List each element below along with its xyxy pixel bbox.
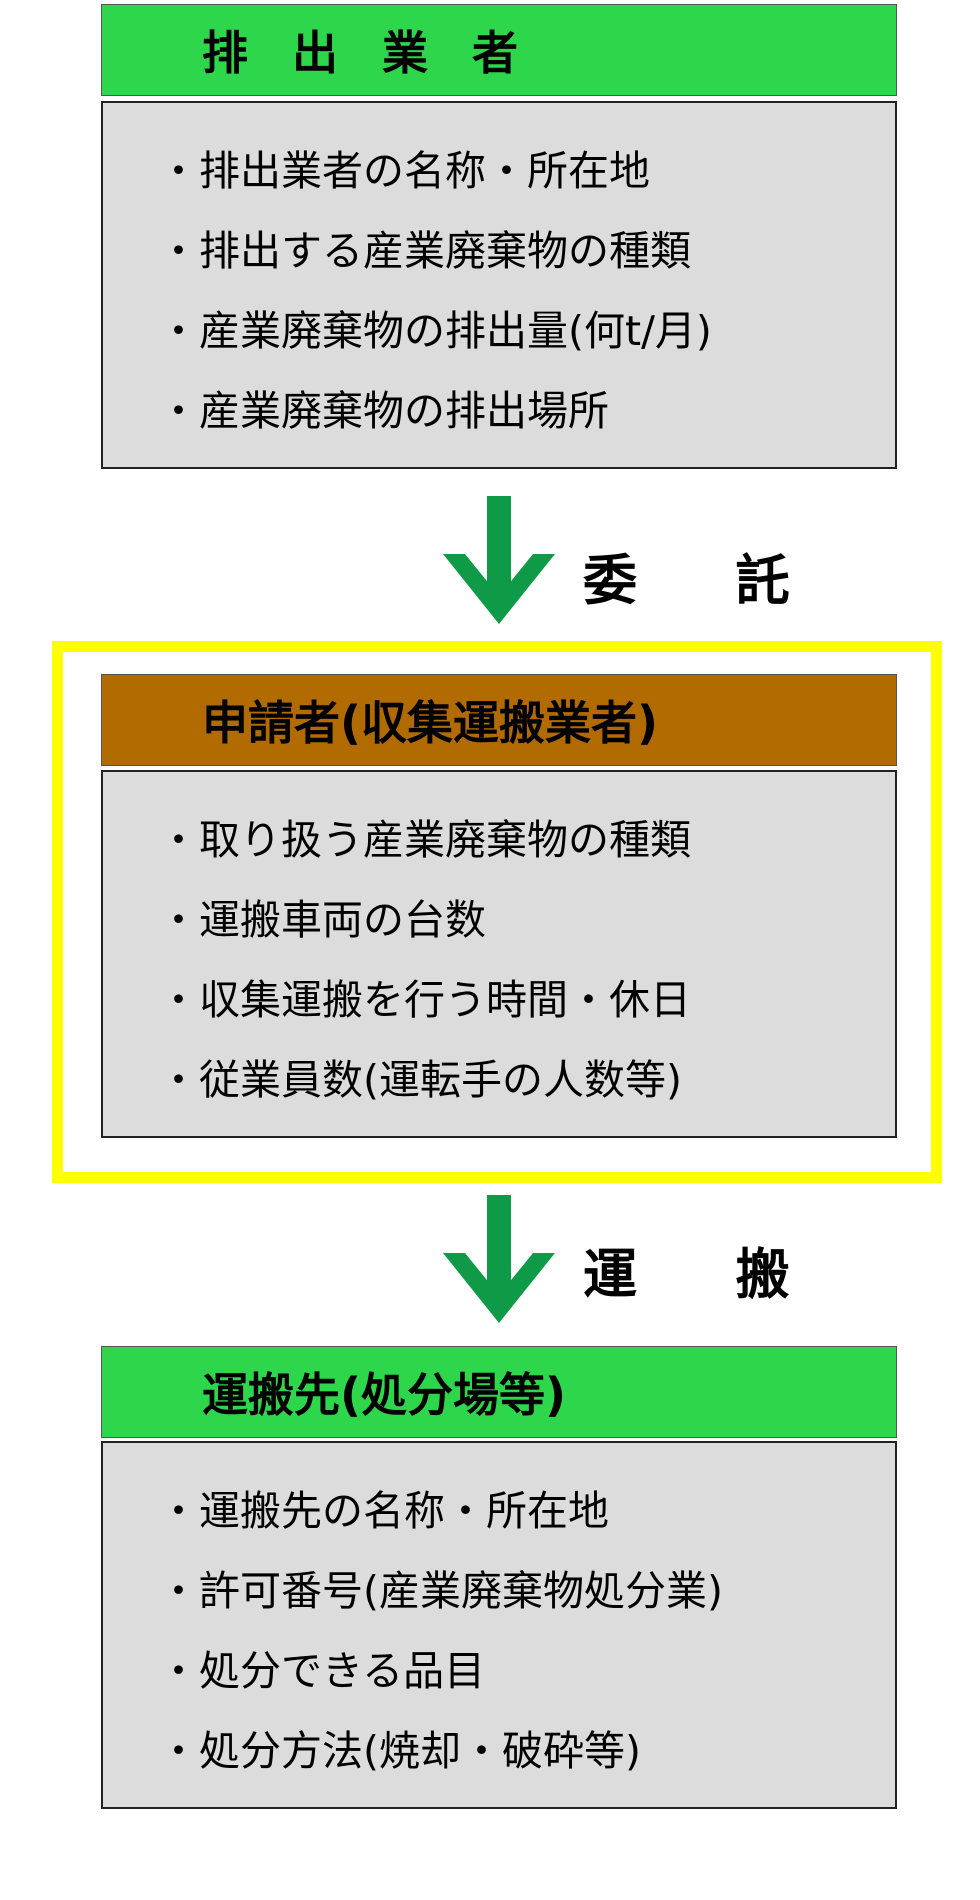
list-item: 許可番号(産業廃棄物処分業) xyxy=(158,1551,895,1631)
list-item: 排出業者の名称・所在地 xyxy=(158,131,895,211)
discharger-header: 排 出 業 者 xyxy=(101,4,897,96)
applicant-list: 取り扱う産業廃棄物の種類 運搬車両の台数 収集運搬を行う時間・休日 従業員数(運… xyxy=(101,770,897,1138)
down-arrow-icon xyxy=(443,1195,555,1323)
list-item: 運搬先の名称・所在地 xyxy=(158,1471,895,1551)
list-item: 排出する産業廃棄物の種類 xyxy=(158,211,895,291)
list-item: 産業廃棄物の排出量(何t/月) xyxy=(158,291,895,371)
applicant-highlight-frame xyxy=(52,641,942,1183)
list-item: 処分できる品目 xyxy=(158,1631,895,1711)
list-item: 運搬車両の台数 xyxy=(158,880,895,960)
applicant-header: 申請者(収集運搬業者) xyxy=(101,674,897,766)
list-item: 処分方法(焼却・破砕等) xyxy=(158,1711,895,1791)
destination-title: 運搬先(処分場等) xyxy=(202,1368,567,1422)
arrow-label-consign: 委 託 xyxy=(583,549,830,612)
discharger-list: 排出業者の名称・所在地 排出する産業廃棄物の種類 産業廃棄物の排出量(何t/月)… xyxy=(101,101,897,469)
list-item: 産業廃棄物の排出場所 xyxy=(158,371,895,451)
destination-list: 運搬先の名称・所在地 許可番号(産業廃棄物処分業) 処分できる品目 処分方法(焼… xyxy=(101,1441,897,1809)
list-item: 収集運搬を行う時間・休日 xyxy=(158,960,895,1040)
arrow-label-transport: 運 搬 xyxy=(583,1243,830,1306)
destination-header: 運搬先(処分場等) xyxy=(101,1346,897,1438)
applicant-title: 申請者(収集運搬業者) xyxy=(202,696,659,750)
list-item: 従業員数(運転手の人数等) xyxy=(158,1040,895,1120)
list-item: 取り扱う産業廃棄物の種類 xyxy=(158,800,895,880)
down-arrow-icon xyxy=(443,496,555,624)
discharger-title: 排 出 業 者 xyxy=(202,26,533,80)
